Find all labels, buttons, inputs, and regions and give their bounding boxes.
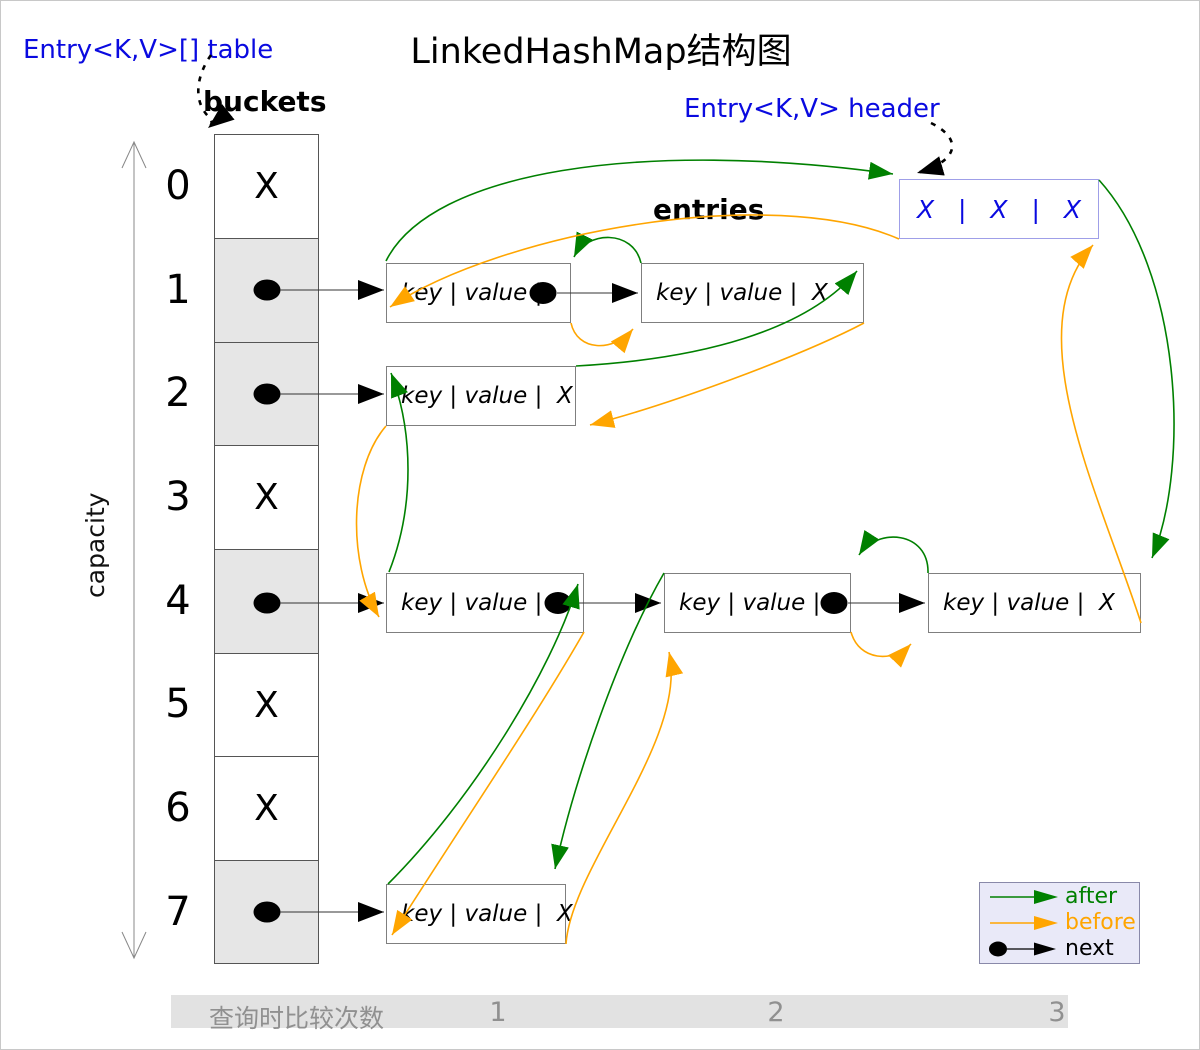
bucket-null-x: X	[254, 684, 279, 726]
entry-text: key | value |	[679, 590, 821, 616]
before-arrow-b4e2-to-b4e3	[850, 631, 912, 668]
buckets-label: buckets	[203, 85, 327, 118]
bucket-null-x: X	[254, 166, 279, 207]
entry-bucket7-1: key | value | X	[386, 884, 573, 944]
entry-text: key | value | X	[656, 280, 828, 306]
after-arrow-b4e3-to-b4e2	[858, 529, 929, 574]
legend-next-label: next	[1065, 936, 1114, 961]
bucket-cell-1	[214, 238, 319, 343]
header-entry-text: X | X | X	[916, 194, 1081, 224]
legend-after-label: after	[1065, 884, 1118, 909]
comparison-count-label: 查询时比较次数	[209, 1004, 385, 1033]
before-arrow-b1e1-to-b1e2	[570, 322, 634, 354]
table-reference-label: Entry<K,V>[] table	[23, 35, 274, 65]
before-arrow-b4e3-to-header	[1060, 244, 1142, 624]
entry-bucket1-2: key | value | X	[641, 263, 864, 323]
after-arrow-b1e2-to-b1e1	[573, 231, 642, 264]
legend-before-label: before	[1065, 910, 1136, 935]
bucket-null-x: X	[254, 788, 279, 829]
page-title: LinkedHashMap结构图	[410, 32, 792, 72]
before-arrow-b2e1-to-b4e1	[355, 425, 387, 618]
header-reference-label: Entry<K,V> header	[684, 94, 940, 124]
bucket-index-6: 6	[165, 785, 191, 831]
bucket-cell-2	[214, 342, 319, 446]
comparison-count-1: 1	[489, 997, 507, 1028]
legend-item-before: before	[988, 910, 1139, 936]
bucket-cell-4	[214, 549, 319, 654]
entry-text: key | value |	[401, 280, 543, 306]
bucket-index-2: 2	[165, 370, 191, 416]
header-reference-arrow	[916, 121, 954, 176]
entry-bucket4-2: key | value |	[664, 573, 851, 633]
bucket-index-0: 0	[165, 163, 191, 209]
bucket-null-x: X	[254, 477, 279, 518]
comparison-count-strip: 查询时比较次数 1 2 3	[171, 995, 1068, 1033]
bucket-index-3: 3	[165, 474, 191, 520]
legend: after before next	[979, 882, 1140, 964]
header-entry-node: X | X | X	[899, 179, 1099, 239]
after-arrow-header-to-b4e3	[1098, 179, 1175, 559]
entry-text: key | value |	[401, 590, 543, 616]
comparison-count-2: 2	[767, 997, 785, 1028]
legend-item-next: next	[988, 936, 1139, 962]
comparison-count-3: 3	[1048, 997, 1066, 1028]
after-arrow-b1e1-to-header	[385, 159, 894, 262]
entry-bucket2-1: key | value | X	[386, 366, 576, 426]
next-arrow-icon	[989, 941, 1056, 957]
entry-text: key | value | X	[401, 383, 573, 409]
before-arrow-b1e2-to-b2e1	[589, 322, 865, 428]
bucket-cell-0: X	[214, 134, 319, 239]
legend-item-after: after	[988, 884, 1139, 910]
bucket-index-5: 5	[165, 681, 191, 727]
before-arrow-icon	[990, 916, 1058, 930]
entry-bucket1-1: key | value |	[386, 263, 571, 323]
bucket-cell-7	[214, 860, 319, 964]
after-arrow-icon	[990, 890, 1058, 904]
capacity-label: capacity	[81, 492, 110, 598]
before-arrow-b7e1-to-b4e2	[565, 651, 684, 945]
entries-label: entries	[653, 193, 765, 226]
bucket-index-7: 7	[165, 889, 191, 935]
bucket-index-1: 1	[165, 267, 191, 313]
entry-bucket4-3: key | value | X	[928, 573, 1141, 633]
bucket-cell-5: X	[214, 653, 319, 757]
entry-text: key | value | X	[401, 901, 573, 927]
entry-text: key | value | X	[943, 590, 1115, 616]
bucket-cell-6: X	[214, 756, 319, 861]
bucket-cell-3: X	[214, 445, 319, 550]
entry-bucket4-1: key | value |	[386, 573, 584, 633]
bucket-index-4: 4	[165, 578, 191, 624]
